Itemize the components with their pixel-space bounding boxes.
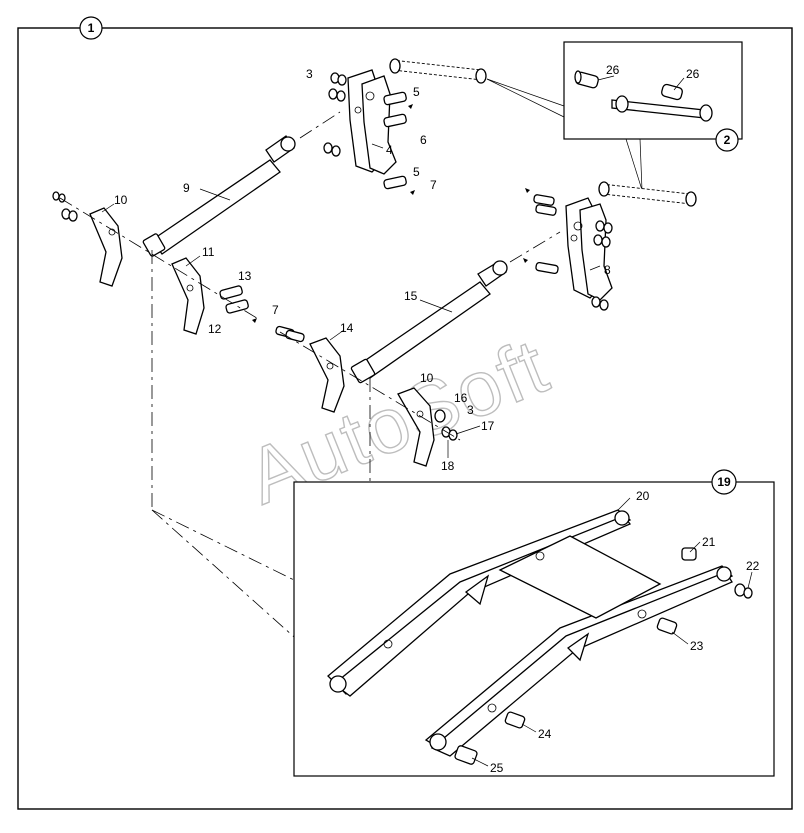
label-25: 25 — [490, 761, 504, 775]
label-7-mid: 7 — [272, 303, 279, 317]
bracket-10-left — [52, 191, 123, 287]
bracket-11 — [171, 257, 205, 335]
label-18: 18 — [441, 459, 455, 473]
circle-callout-2: 2 — [715, 128, 739, 152]
cylinder-9 — [142, 111, 341, 257]
label-10-right: 10 — [420, 371, 434, 385]
part-labels: 3 5 6 4 5 7 9 10 11 13 8 15 7 12 14 10 1… — [114, 63, 760, 775]
link-26-right — [611, 83, 713, 122]
label-6: 6 — [420, 133, 427, 147]
label-10-left: 10 — [114, 193, 128, 207]
label-12: 12 — [208, 322, 222, 336]
bracket-14 — [275, 325, 345, 413]
pins-12-13 — [219, 285, 257, 323]
label-16: 16 — [454, 391, 468, 405]
bracket-8 — [565, 197, 613, 301]
label-3-bottom: 3 — [467, 403, 474, 417]
washers-3-top — [323, 72, 347, 157]
boom-arms-19 — [327, 509, 734, 757]
label-20: 20 — [636, 489, 650, 503]
label-4: 4 — [386, 143, 393, 157]
detail-2-inset — [486, 41, 743, 191]
label-21: 21 — [702, 535, 716, 549]
label-8: 8 — [604, 263, 611, 277]
label-5-bottom: 5 — [413, 165, 420, 179]
label-26-right: 26 — [686, 67, 700, 81]
label-3-top: 3 — [306, 67, 313, 81]
pins-5-6 — [383, 91, 415, 195]
circle-callout-1: 1 — [79, 16, 103, 40]
label-5-top: 5 — [413, 85, 420, 99]
label-14: 14 — [340, 321, 354, 335]
outer-frame — [17, 27, 793, 810]
label-23: 23 — [690, 639, 704, 653]
svg-text:1: 1 — [88, 21, 95, 35]
label-15: 15 — [404, 289, 418, 303]
svg-text:2: 2 — [724, 133, 731, 147]
label-26-left: 26 — [606, 63, 620, 77]
pins-right-bracket — [523, 188, 613, 311]
detail-19-box — [293, 481, 775, 777]
right-pin-dashed — [598, 181, 697, 207]
bushing-26-left — [574, 70, 599, 89]
label-13: 13 — [238, 269, 252, 283]
cylinder-15 — [350, 231, 561, 384]
label-9: 9 — [183, 181, 190, 195]
label-24: 24 — [538, 727, 552, 741]
label-11: 11 — [202, 245, 215, 259]
svg-text:19: 19 — [717, 475, 731, 489]
label-17: 17 — [481, 419, 495, 433]
circle-callout-19: 19 — [711, 469, 737, 495]
top-pin-dashed — [389, 58, 487, 84]
label-22: 22 — [746, 559, 760, 573]
label-7-top: 7 — [430, 178, 437, 192]
leader-lines — [101, 75, 753, 767]
